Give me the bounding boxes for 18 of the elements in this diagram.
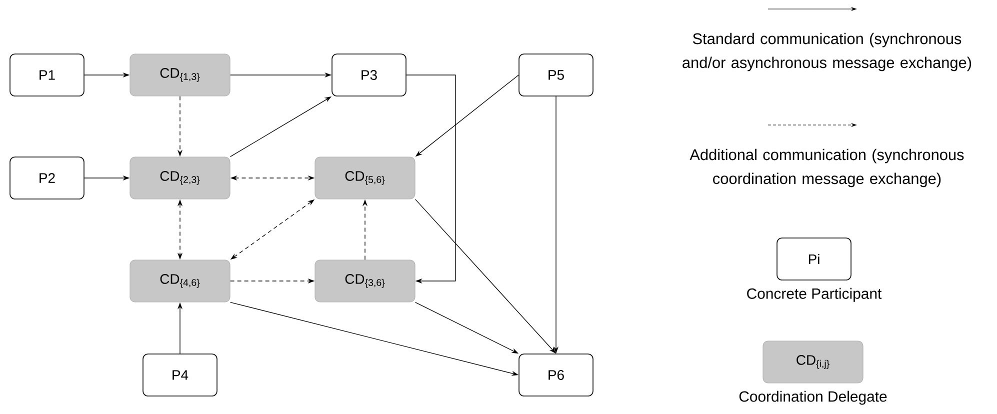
participant-box: P3 [332,54,406,96]
legend-text: Additional communication (synchronous coordination message exchange) [690,148,964,188]
delegate-box: $\textrm{CD}_{\textrm{\{1,3\}}}$ [130,54,230,96]
participant-box: P4 [142,354,218,396]
delegate-box: $\textrm{CD}_{\textrm{\{3,6\}}}$ [314,260,416,302]
arrow [406,74,456,284]
delegate-box: $\textrm{CD}_{\textrm{\{2,3\}}}$ [130,156,230,200]
participant-box: P1 [10,54,84,96]
participant-box: P2 [10,156,84,200]
delegate-box: $\textrm{CD}_{\textrm{\{i,j\}}}$ [762,340,864,384]
participant-box: P6 [518,354,594,396]
legend-text: Standard communication (synchronous and/or asynchronous message exchange) [682,32,972,72]
delegate-box: $\textrm{CD}_{\textrm{\{4,6\}}}$ [130,260,230,302]
delegate-box: $\textrm{CD}_{\textrm{\{5,6\}}}$ [314,156,416,200]
participant-box: Pi [776,238,852,280]
legend-caption: Coordination Delegate [739,390,887,405]
participant-box: P5 [518,54,594,96]
legend-caption: Concrete Participant [747,288,882,302]
